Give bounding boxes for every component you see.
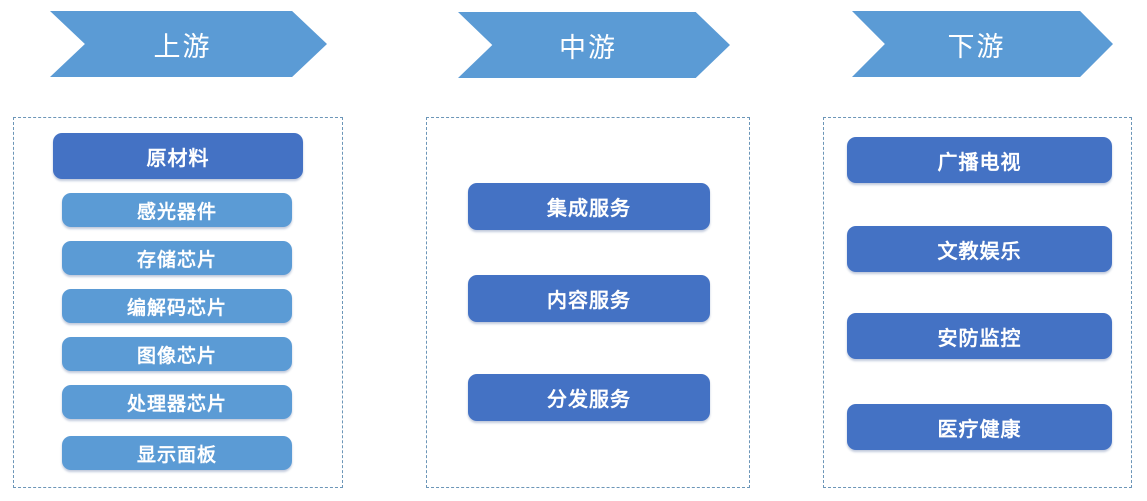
upstream-panel [13, 117, 343, 488]
node-culture-education-entertainment: 文教娱乐 [847, 226, 1112, 272]
stage-arrow-downstream: 下游 [852, 11, 1113, 77]
node-distribution-services: 分发服务 [468, 374, 710, 421]
stage-label-upstream: 上游 [153, 31, 212, 62]
node-photosensitive-devices: 感光器件 [62, 193, 292, 227]
stage-arrow-upstream: 上游 [50, 11, 327, 77]
node-integration-services: 集成服务 [468, 183, 710, 230]
stage-arrow-midstream: 中游 [458, 12, 730, 78]
node-codec-chips: 编解码芯片 [62, 289, 292, 323]
downstream-panel [823, 117, 1132, 488]
node-broadcast-tv: 广播电视 [847, 137, 1112, 183]
stage-label-midstream: 中游 [559, 32, 617, 63]
node-display-panels: 显示面板 [62, 436, 292, 470]
node-image-chips: 图像芯片 [62, 337, 292, 371]
midstream-panel [426, 117, 750, 488]
stage-label-downstream: 下游 [947, 31, 1006, 62]
node-processor-chips: 处理器芯片 [62, 385, 292, 419]
node-security-surveillance: 安防监控 [847, 313, 1112, 359]
node-memory-chips: 存储芯片 [62, 241, 292, 275]
node-raw-materials: 原材料 [53, 133, 303, 179]
node-medical-health: 医疗健康 [847, 404, 1112, 450]
node-content-services: 内容服务 [468, 275, 710, 322]
